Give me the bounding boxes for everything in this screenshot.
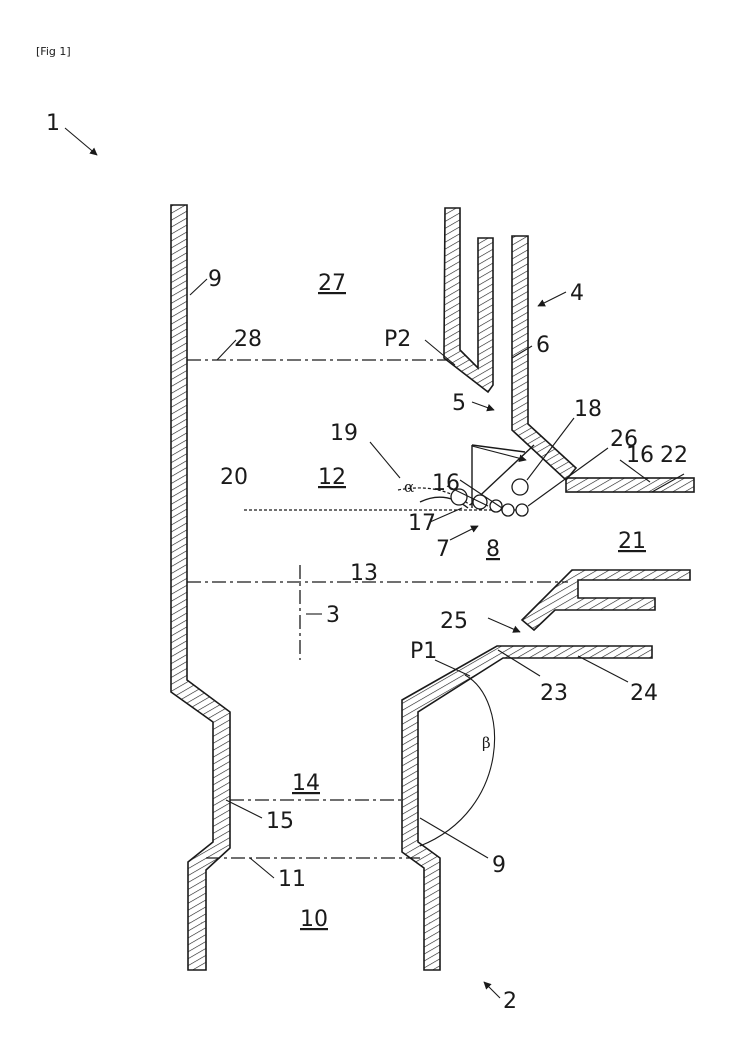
inner-duct-wall bbox=[443, 207, 494, 394]
leader-25 bbox=[487, 617, 521, 633]
circle-16a bbox=[450, 488, 468, 506]
label-8: 8 bbox=[486, 537, 500, 562]
label-9-bottom: 9 bbox=[492, 853, 506, 878]
label-25: 25 bbox=[440, 609, 468, 634]
label-22: 22 bbox=[660, 443, 688, 468]
label-27: 27 bbox=[318, 271, 346, 296]
leader-23 bbox=[497, 649, 541, 677]
figure-title: [Fig 1] bbox=[36, 45, 71, 58]
leader-flow-arrow bbox=[471, 445, 527, 462]
leader-2 bbox=[483, 981, 501, 999]
label-15: 15 bbox=[266, 809, 294, 834]
label-17: 17 bbox=[408, 511, 436, 536]
leader-16-right bbox=[619, 459, 651, 483]
label-23: 23 bbox=[540, 681, 568, 706]
leader-16-left-2 bbox=[459, 479, 503, 509]
label-10: 10 bbox=[300, 907, 328, 932]
label-20: 20 bbox=[220, 465, 248, 490]
label-12: 12 bbox=[318, 465, 346, 490]
label-13: 13 bbox=[350, 561, 378, 586]
leader-28 bbox=[216, 339, 237, 361]
leader-15 bbox=[225, 799, 263, 819]
label-p1: P1 bbox=[410, 639, 437, 664]
leader-7 bbox=[449, 525, 479, 541]
right-middle-wall bbox=[520, 569, 691, 632]
circle-16c bbox=[501, 503, 515, 517]
circle-18 bbox=[511, 478, 529, 496]
flap-line bbox=[471, 444, 526, 453]
label-5: 5 bbox=[452, 391, 466, 416]
label-24: 24 bbox=[630, 681, 658, 706]
label-14: 14 bbox=[292, 771, 320, 796]
duct-upper-wall bbox=[565, 477, 695, 493]
leader-22 bbox=[651, 473, 685, 493]
leader-26 bbox=[527, 447, 609, 507]
leader-24 bbox=[577, 655, 629, 683]
label-11: 11 bbox=[278, 867, 306, 892]
label-28: 28 bbox=[234, 327, 262, 352]
leader-19 bbox=[369, 441, 401, 479]
leader-17 bbox=[429, 507, 463, 523]
leader-6 bbox=[511, 345, 533, 359]
leader-11 bbox=[249, 857, 275, 879]
alpha-arc bbox=[397, 487, 471, 506]
left-wall bbox=[170, 204, 231, 971]
leader-16-left bbox=[446, 485, 489, 507]
leader-p2 bbox=[424, 339, 456, 366]
right-lower-wall bbox=[401, 645, 653, 971]
label-beta: β bbox=[482, 734, 491, 752]
label-19: 19 bbox=[330, 421, 358, 446]
label-6: 6 bbox=[536, 333, 550, 358]
circle-26 bbox=[515, 503, 529, 517]
label-p2: P2 bbox=[384, 327, 411, 352]
circle-16b bbox=[489, 499, 503, 513]
label-alpha: α bbox=[404, 478, 414, 496]
label-1: 1 bbox=[46, 111, 60, 136]
label-7: 7 bbox=[436, 537, 450, 562]
leader-p1 bbox=[434, 659, 471, 677]
outer-duct-wall bbox=[511, 235, 578, 482]
label-16-left: 16 bbox=[432, 471, 460, 496]
label-16-right: 16 bbox=[626, 443, 654, 468]
label-18: 18 bbox=[574, 397, 602, 422]
leader-4 bbox=[537, 291, 567, 307]
label-4: 4 bbox=[570, 281, 584, 306]
leader-9-bottom bbox=[419, 817, 489, 859]
label-2: 2 bbox=[503, 989, 517, 1014]
label-9-top: 9 bbox=[208, 267, 222, 292]
alpha-ray bbox=[419, 496, 469, 509]
leader-5 bbox=[471, 401, 495, 412]
leader-9-top bbox=[189, 278, 208, 296]
leader-18 bbox=[526, 417, 575, 481]
label-3: 3 bbox=[326, 603, 340, 628]
label-26: 26 bbox=[610, 427, 638, 452]
label-21: 21 bbox=[618, 529, 646, 554]
beta-arc bbox=[419, 674, 496, 847]
leader-1 bbox=[64, 127, 98, 156]
